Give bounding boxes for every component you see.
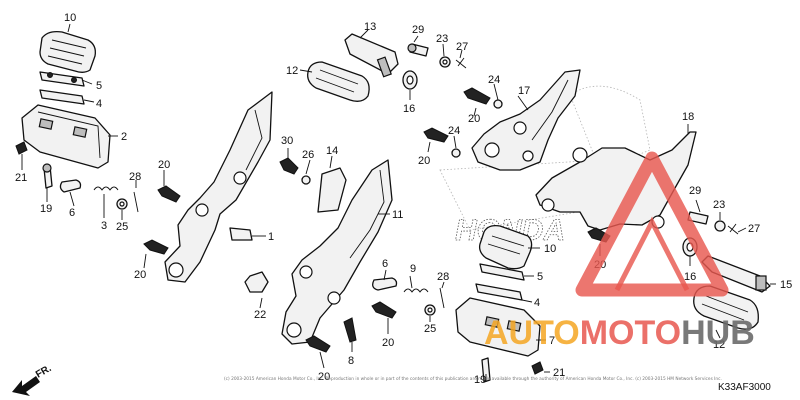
callout-9: 9: [410, 263, 416, 275]
callout-20: 20: [418, 155, 430, 167]
callout-24: 24: [448, 125, 460, 137]
footpeg-plate-left: [39, 71, 85, 87]
bolt-20-d: [423, 127, 449, 143]
callout-8: 8: [348, 355, 354, 367]
clip-27-top: [455, 57, 467, 69]
callout-20: 20: [158, 159, 170, 171]
plate-14: [317, 167, 347, 213]
bolt-20-e: [371, 301, 397, 319]
callout-24: 24: [488, 74, 500, 86]
main-step-bracket-left: [164, 91, 273, 283]
washer-26: [301, 175, 311, 185]
callout-27: 27: [456, 41, 468, 53]
bolt-30: [279, 157, 299, 175]
watermark-auto: AUTOMOTOHUB: [484, 314, 755, 352]
callout-13: 13: [364, 21, 376, 33]
callout-16: 16: [403, 103, 415, 115]
bolt-20-b: [143, 239, 169, 255]
callout-19: 19: [474, 374, 486, 386]
spring-9: [403, 288, 429, 293]
callout-22: 22: [254, 309, 266, 321]
callout-numbers: 10 5 4 2 21 19 6 3 25 28 20 1 20 13 12 2…: [15, 12, 792, 386]
pin-6-left: [59, 179, 82, 193]
callout-6: 6: [382, 258, 388, 270]
callout-10: 10: [544, 243, 556, 255]
footpeg-plate-right: [479, 263, 525, 281]
callout-30: 30: [281, 135, 293, 147]
holder-17: [471, 69, 581, 171]
callout-14: 14: [326, 145, 338, 157]
bolt-20-a: [157, 185, 181, 203]
cotter-28-left: [133, 191, 139, 213]
diagram-code: K33AF3000: [718, 382, 771, 393]
callout-25: 25: [424, 323, 436, 335]
callout-10: 10: [64, 12, 76, 24]
callout-4: 4: [534, 297, 540, 309]
callout-20: 20: [318, 371, 330, 383]
callout-23: 23: [436, 33, 448, 45]
callout-27: 27: [748, 223, 760, 235]
callout-12: 12: [713, 339, 725, 351]
callout-15: 15: [780, 279, 792, 291]
clip-27-right: [727, 223, 739, 235]
washer-24-a: [493, 99, 503, 109]
callout-1: 1: [268, 231, 274, 243]
callout-7: 7: [549, 335, 555, 347]
leader-lines: [21, 23, 776, 382]
callout-5: 5: [537, 271, 543, 283]
callout-6: 6: [69, 207, 75, 219]
nut-22: [244, 271, 269, 293]
callout-25: 25: [116, 221, 128, 233]
bolt-20-c: [463, 87, 491, 105]
copyright-text: (c) 2003-2015 American Honda Motor Co., …: [224, 376, 722, 382]
callout-4: 4: [96, 98, 102, 110]
cotter-28-right: [439, 287, 445, 309]
callout-29: 29: [689, 185, 701, 197]
footpeg-rubber-12: [307, 61, 370, 102]
footpeg-body-right: [455, 297, 541, 357]
callout-11: 11: [392, 209, 403, 221]
callout-21: 21: [15, 172, 27, 184]
callout-23: 23: [713, 199, 725, 211]
washer-24-b: [451, 148, 461, 158]
callout-20: 20: [382, 337, 394, 349]
washer-23-right: [714, 220, 726, 232]
spring-3-left: [93, 186, 119, 191]
step-arm-13: [344, 33, 399, 75]
callout-12: 12: [286, 65, 298, 77]
callout-2: 2: [121, 131, 127, 143]
footpeg-body-left: [21, 104, 111, 169]
callout-19: 19: [40, 203, 52, 215]
callout-26: 26: [302, 149, 314, 161]
bolt-21-right: [531, 361, 544, 375]
bolt-20-f: [305, 335, 331, 353]
pin-6-right: [372, 277, 398, 291]
callout-5: 5: [96, 80, 102, 92]
callout-16: 16: [684, 271, 696, 283]
callout-21: 21: [553, 367, 565, 379]
bolt-8: [343, 317, 357, 343]
footpeg-base-plate-right: [475, 283, 523, 301]
callout-20: 20: [134, 269, 146, 281]
footpeg-base-plate-left: [39, 89, 85, 105]
front-label: FR.: [34, 363, 54, 381]
callout-18: 18: [682, 111, 694, 123]
pin-19-right: [481, 357, 491, 383]
callout-29: 29: [412, 24, 424, 36]
main-step-bracket-right: [281, 159, 393, 345]
callout-3: 3: [101, 220, 107, 232]
bolt-21-left: [15, 141, 28, 155]
automotohub-watermark: AUTOMOTOHUB: [484, 151, 755, 352]
callout-20: 20: [468, 113, 480, 125]
callout-17: 17: [518, 85, 530, 97]
callout-28: 28: [437, 271, 449, 283]
front-direction-arrow: FR.: [12, 363, 54, 396]
callout-28: 28: [129, 171, 141, 183]
